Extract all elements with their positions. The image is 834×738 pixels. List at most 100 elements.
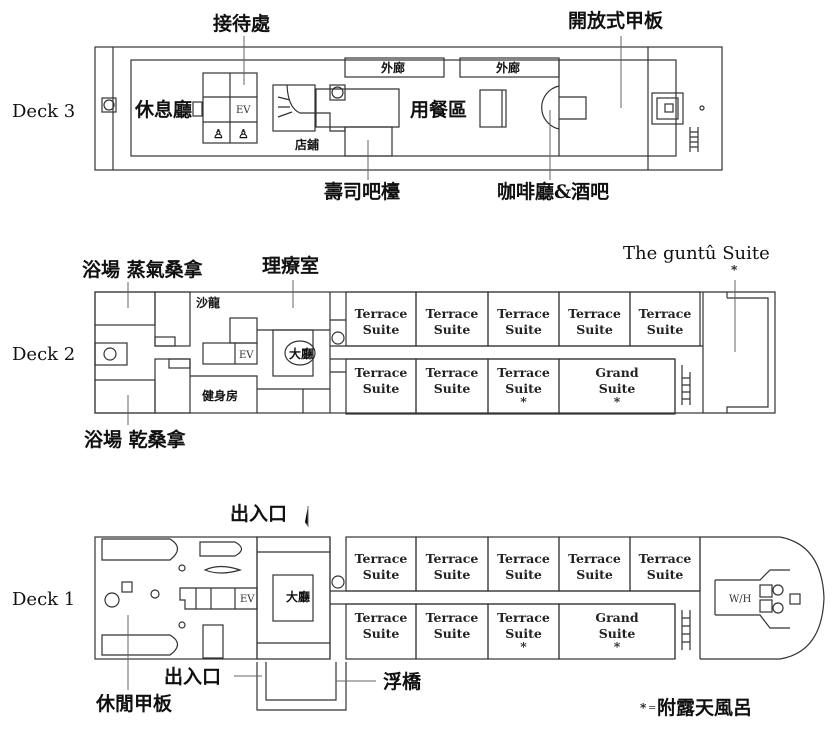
dining-label: 用餐區 <box>410 98 467 121</box>
suite-label: Terrace <box>426 610 479 625</box>
spiral-stair-icon <box>103 347 117 361</box>
deck2-ev-label: EV <box>239 350 254 361</box>
cafe-bar-counter <box>541 85 560 130</box>
open-air-bath-star: * <box>614 394 621 409</box>
deck3-ev-label: EV <box>236 105 251 116</box>
lobby-stairs <box>272 574 314 622</box>
suite-label: Suite <box>576 322 613 337</box>
deck2-lobby-label: 大廳 <box>289 346 313 361</box>
suite-label: Terrace <box>355 551 408 566</box>
corridor-2-label: 外廊 <box>496 60 520 75</box>
suite-label: Suite <box>647 567 684 582</box>
entrance-top-label: 出入口 <box>230 502 287 525</box>
ladder-icon <box>681 610 691 650</box>
suite-room[interactable] <box>558 603 676 660</box>
boat-icon <box>101 538 179 561</box>
suite-label: Terrace <box>426 306 479 321</box>
suite-label: Terrace <box>355 365 408 380</box>
suite-label: Terrace <box>497 551 550 566</box>
legend-text: 附露天風呂 <box>657 696 752 719</box>
guntu-suite-star: * <box>731 263 738 277</box>
deck3-inner <box>130 59 677 157</box>
suite-label: Suite <box>647 322 684 337</box>
therapy-label: 理療室 <box>262 254 319 277</box>
leisure-deck-label: 休閒甲板 <box>95 692 173 715</box>
steam-sauna-label: 浴場 蒸氣桑拿 <box>82 258 204 281</box>
suite-label: Terrace <box>639 306 692 321</box>
suite-label: Terrace <box>355 306 408 321</box>
ladder-icon <box>689 127 699 152</box>
pontoon-structure <box>256 662 347 711</box>
stairs <box>272 84 316 132</box>
cafe-bar-label: 咖啡廳&酒吧 <box>497 180 609 203</box>
spiral-stair-icon <box>101 97 117 113</box>
suite-room[interactable] <box>629 291 701 347</box>
suite-label: Suite <box>434 381 471 396</box>
spiral-stair-icon <box>331 575 345 589</box>
suite-label: Suite <box>434 567 471 582</box>
deck1-plan: Deck 1 EV 大廳 W/H 出入口 出入口 浮橋 休閒甲板 Terrace… <box>12 502 825 715</box>
open-air-bath-star: * <box>520 394 527 409</box>
suite-label: Terrace <box>497 365 550 380</box>
deck2-title: Deck 2 <box>12 344 75 365</box>
suite-label: Suite <box>576 567 613 582</box>
deck2-suites: TerraceSuiteTerraceSuiteTerraceSuiteTerr… <box>345 291 701 415</box>
corridor-1-label: 外廊 <box>381 60 405 75</box>
entrance-arrow-icon <box>304 506 309 528</box>
suite-label: Terrace <box>497 610 550 625</box>
bow-hull <box>700 536 825 660</box>
guntu-suite-room <box>703 291 776 414</box>
deck1-title: Deck 1 <box>12 589 75 610</box>
suite-label: Terrace <box>568 306 621 321</box>
suite-label: Terrace <box>639 551 692 566</box>
suite-label: Suite <box>599 381 636 396</box>
deck2-plan: Deck 2 EV 大廳 沙龍 健身房 浴場 蒸氣桑拿 浴場 乾桑拿 理療室 T… <box>12 243 776 451</box>
suite-label: Suite <box>363 567 400 582</box>
suite-label: Grand <box>595 365 638 380</box>
sushi-bar-label: 壽司吧檯 <box>324 180 400 203</box>
deck1-ev-label: EV <box>240 594 255 605</box>
suite-label: Suite <box>505 381 542 396</box>
guntu-suite-label: The guntû Suite <box>623 243 770 264</box>
suite-label: Suite <box>505 567 542 582</box>
open-deck-label: 開放式甲板 <box>568 9 664 32</box>
suite-label: Suite <box>363 322 400 337</box>
deck3-plan: Deck 3 EV ♙ ♙ 外廊 外廊 休息廳 接待處 店鋪 用餐區 壽司吧檯 … <box>12 9 723 203</box>
suite-label: Terrace <box>568 551 621 566</box>
deck1-suites: TerraceSuiteTerraceSuiteTerraceSuiteTerr… <box>345 536 701 660</box>
suite-room[interactable] <box>558 358 676 415</box>
shop-label: 店鋪 <box>295 137 319 152</box>
deck1-lobby-label: 大廳 <box>286 589 310 604</box>
suite-label: Suite <box>434 322 471 337</box>
reception-label: 接待處 <box>213 12 271 35</box>
legend: * = 附露天風呂 <box>640 696 752 719</box>
restroom-icon: ♙ <box>238 127 249 141</box>
suite-label: Terrace <box>497 306 550 321</box>
open-air-bath-star: * <box>520 639 527 654</box>
open-air-bath-star: * <box>614 639 621 654</box>
deck3-title: Deck 3 <box>12 101 75 122</box>
spiral-stair-icon <box>329 84 346 101</box>
restroom-icon: ♙ <box>213 127 224 141</box>
stair-icon <box>192 101 203 117</box>
boat-icon <box>101 634 179 656</box>
corridor-1 <box>344 57 445 78</box>
suite-label: Grand <box>595 610 638 625</box>
suite-label: Suite <box>599 626 636 641</box>
suite-room[interactable] <box>629 536 701 592</box>
spiral-stair-icon <box>104 592 120 608</box>
suite-label: Suite <box>363 381 400 396</box>
dining-counter <box>479 89 507 128</box>
suite-label: Suite <box>363 626 400 641</box>
wheelhouse-label: W/H <box>729 594 752 605</box>
suite-label: Terrace <box>426 551 479 566</box>
legend-star: * <box>640 701 647 715</box>
lounge-label: 休息廳 <box>134 98 192 121</box>
dry-sauna-label: 浴場 乾桑拿 <box>84 428 187 451</box>
suite-label: Suite <box>434 626 471 641</box>
deck3-hull <box>94 46 723 171</box>
salon-label: 沙龍 <box>196 295 220 310</box>
ladder-icon <box>674 359 691 413</box>
gym-label: 健身房 <box>202 388 238 403</box>
